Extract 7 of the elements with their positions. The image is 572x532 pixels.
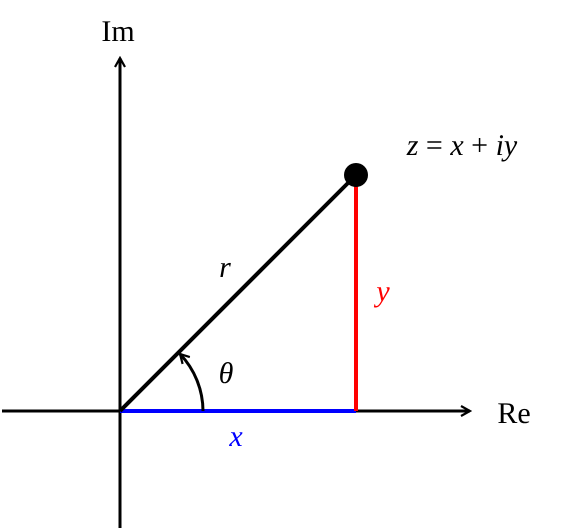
imaginary-part-label: y <box>376 277 390 307</box>
angle-label: θ <box>218 359 234 389</box>
point-label: z = x + iy <box>406 131 518 161</box>
modulus-label: r <box>219 253 231 283</box>
axis-label: Im <box>101 17 135 47</box>
real-part-label: x <box>229 422 243 452</box>
axis-label: Re <box>497 399 531 429</box>
